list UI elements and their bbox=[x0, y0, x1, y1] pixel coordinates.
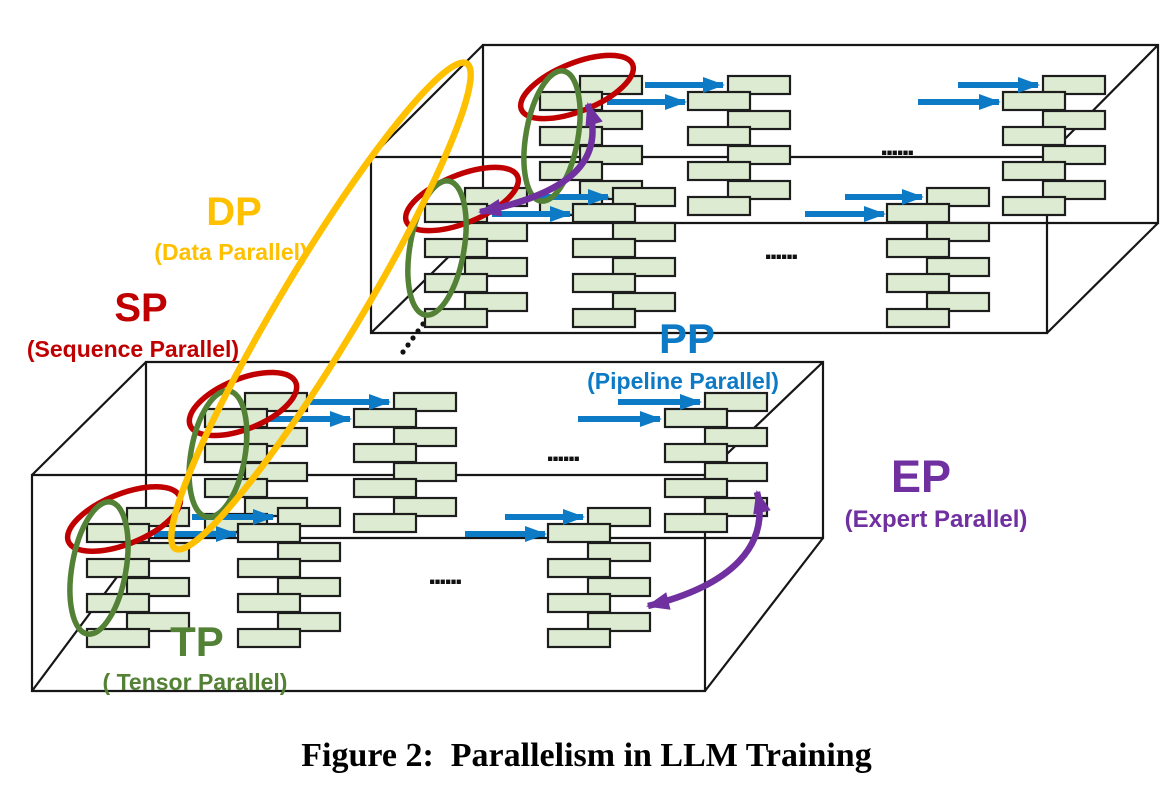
row-ellipsis: ...... bbox=[428, 558, 462, 591]
gpu-stack bbox=[663, 391, 769, 534]
gpu-stack bbox=[546, 506, 652, 649]
tp-sublabel: ( Tensor Parallel) bbox=[103, 669, 288, 695]
tp-label: TP bbox=[170, 618, 224, 665]
gpu-stack bbox=[352, 391, 458, 534]
gpu-stack bbox=[1001, 74, 1107, 217]
labels: DP (Data Parallel) SP (Sequence Parallel… bbox=[27, 190, 1027, 695]
dp-sublabel: (Data Parallel) bbox=[154, 239, 307, 265]
box-ellipsis-dots bbox=[400, 321, 426, 355]
machine-box-top bbox=[369, 43, 1160, 335]
row-ellipsis: ...... bbox=[764, 233, 798, 266]
ep-sublabel: (Expert Parallel) bbox=[845, 506, 1028, 533]
gpu-stack bbox=[885, 186, 991, 329]
sp-label: SP bbox=[114, 286, 167, 330]
machine-box-bottom bbox=[30, 360, 825, 693]
gpu-stack bbox=[571, 186, 677, 329]
tp-ring bbox=[67, 499, 131, 637]
ep-label: EP bbox=[891, 451, 951, 502]
ep-arrow bbox=[646, 490, 771, 610]
row-ellipsis: ...... bbox=[546, 435, 580, 468]
gpu-stack bbox=[686, 74, 792, 217]
dp-ring bbox=[168, 59, 474, 553]
row-ellipsis: ...... bbox=[880, 129, 914, 162]
ep-arrow bbox=[478, 102, 603, 217]
dp-label: DP bbox=[206, 190, 262, 234]
figure-caption: Figure 2: Parallelism in LLM Training bbox=[301, 737, 872, 774]
sp-sublabel: (Sequence Parallel) bbox=[27, 336, 239, 362]
tp-ring bbox=[405, 178, 469, 318]
pp-label: PP bbox=[659, 315, 715, 362]
pp-sublabel: (Pipeline Parallel) bbox=[587, 368, 779, 394]
gpu-stack bbox=[236, 506, 342, 649]
